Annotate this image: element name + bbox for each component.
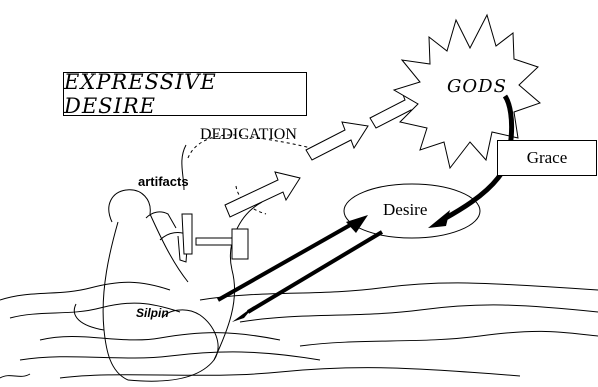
gods-starburst — [392, 13, 541, 170]
silpin-figure — [73, 144, 263, 382]
artifacts-label: artifacts — [138, 174, 189, 189]
grace-label: Grace — [497, 140, 597, 176]
exchange-arrows — [217, 215, 384, 322]
silpin-label: Silpin — [136, 306, 169, 320]
grace-arrow — [428, 94, 515, 228]
desire-to-silpin-arrow — [246, 230, 384, 314]
dedication-label: DEDICATION — [200, 126, 297, 143]
gods-label: GODS — [447, 76, 507, 97]
silpin-to-desire-arrow — [217, 222, 353, 302]
desire-ellipse — [343, 183, 481, 239]
dedication-arrow-2 — [305, 121, 369, 161]
diagram-title: EXPRESSIVE DESIRE — [63, 70, 307, 118]
artifact-tool — [181, 213, 249, 260]
dedication-outline — [187, 134, 319, 215]
ground-scribbles — [0, 281, 598, 379]
dedication-arrow-1 — [224, 171, 301, 218]
desire-label: Desire — [383, 200, 428, 219]
